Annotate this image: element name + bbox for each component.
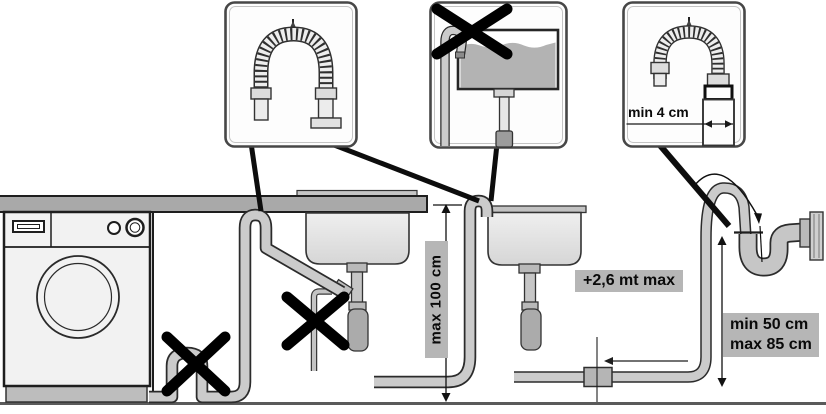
x-mark-low-connection-icon xyxy=(281,291,350,351)
sink-freestanding xyxy=(481,205,587,351)
label-standpipe-height: min 50 cm max 85 cm xyxy=(723,313,819,357)
label-min-insertion-depth: min 4 cm xyxy=(628,104,689,120)
wrong-installation-x-icons xyxy=(161,3,513,397)
hose-coupling xyxy=(583,366,613,388)
counter-worktop xyxy=(0,189,428,402)
washing-machine xyxy=(2,210,152,403)
machine-knob xyxy=(125,217,145,238)
callout-leader-lines xyxy=(248,140,732,228)
wall-section xyxy=(809,211,824,261)
detergent-drawer xyxy=(12,220,45,233)
machine-body xyxy=(2,210,152,388)
callout-standpipe-detail xyxy=(622,1,746,148)
dimension-standpipe-height xyxy=(717,236,727,387)
callout-correct-hook xyxy=(224,1,358,148)
label-max-hose-height: max 100 cm xyxy=(425,241,448,358)
machine-door xyxy=(36,255,120,339)
label-extension-max-length: +2,6 mt max xyxy=(575,270,684,292)
water-icon xyxy=(460,42,556,88)
machine-button xyxy=(107,221,121,235)
siphon-bottle xyxy=(520,308,542,351)
coupling-arrowhead xyxy=(604,357,613,365)
drain-hose-on-sink xyxy=(374,194,494,389)
sink-drainpipe xyxy=(523,272,537,304)
x-mark-submerged-icon xyxy=(431,3,513,60)
wall-flange xyxy=(799,218,811,248)
insertion-guide-arc xyxy=(693,173,758,216)
sink-drainpipe xyxy=(350,271,364,304)
ribbed-hose-arch-icon xyxy=(654,26,724,80)
x-mark-floor-loop-icon xyxy=(161,331,231,397)
wrong-low-connection-pipe xyxy=(310,288,332,371)
wall-siphon-trap xyxy=(693,173,824,277)
siphon-bottle xyxy=(347,308,369,352)
hose-end-connector xyxy=(703,84,734,101)
